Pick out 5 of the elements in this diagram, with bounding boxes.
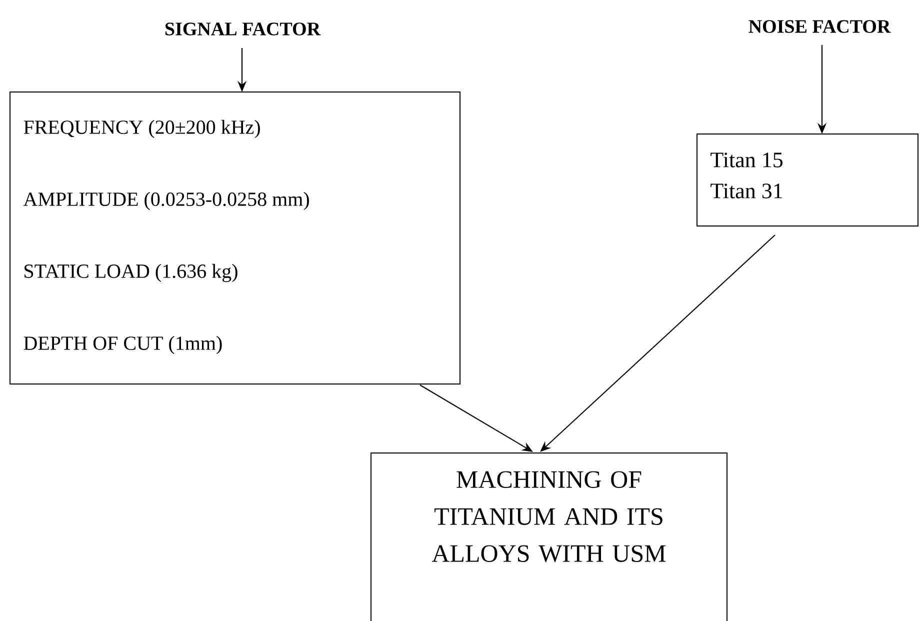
factor-heading: SIGNAL FACTOR [165, 22, 321, 36]
process-box: MACHINING OF TITANIUM AND ITS ALLOYS WITH USM [370, 452, 728, 621]
factor-box: FREQUENCY (20±200 kHz) AMPLITUDE (0.0253-0.0258 mm) STATIC LOAD (1.636 kg) DEPTH OF CUT (1mm) [10, 92, 460, 384]
factor-box: Titan 15 Titan 31 [696, 134, 918, 226]
factor-heading: NOISE FACTOR [748, 20, 891, 33]
